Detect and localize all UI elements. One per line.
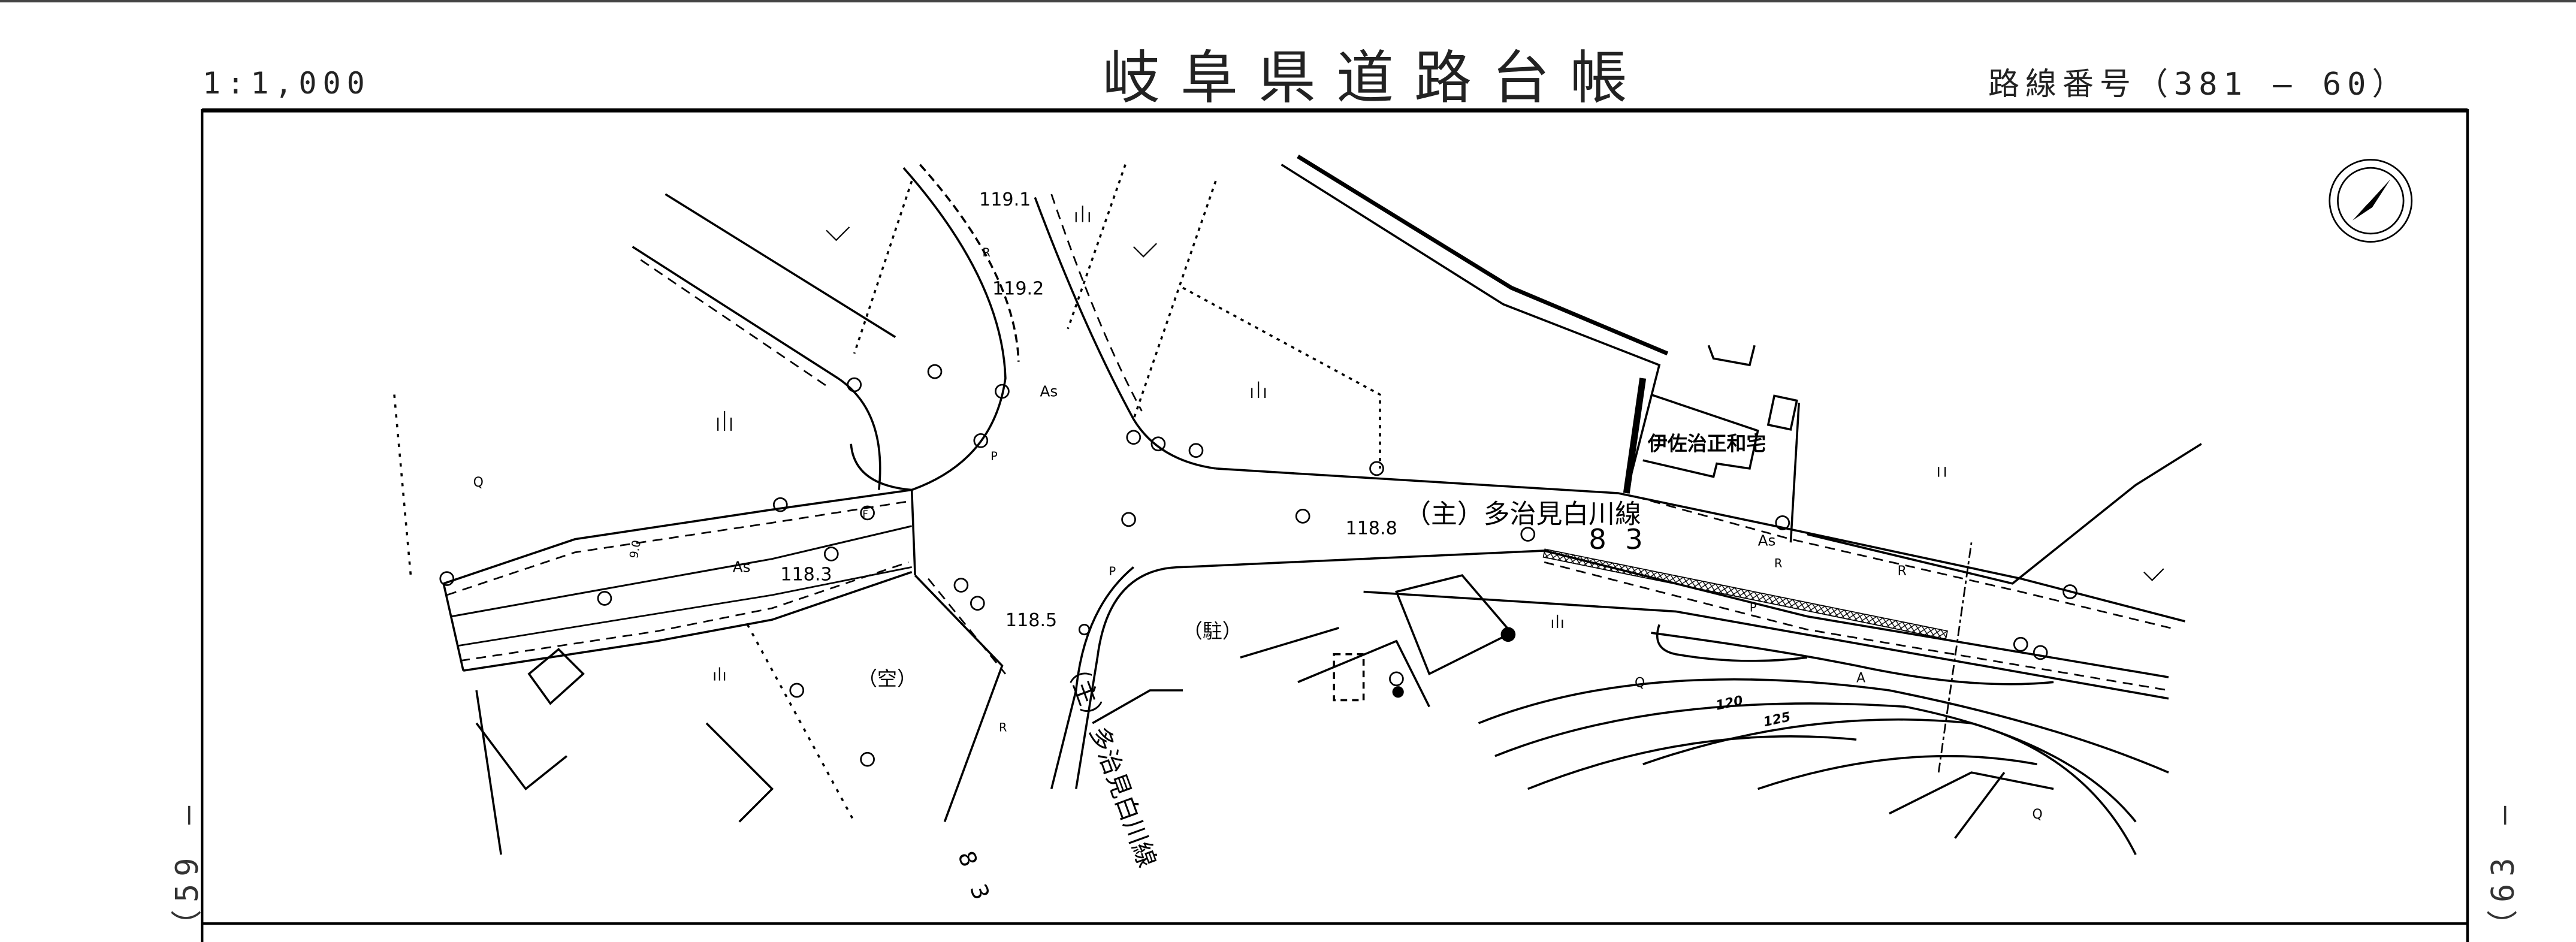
parcel-vacant-label: （空） [857,667,917,690]
road-width-label: 9.0 [627,539,644,560]
route-number: 路線番号（381 — 60） [1988,67,2409,102]
point-label: A [1856,671,1865,686]
surface-label: As [1040,382,1058,400]
point-label: R [999,721,1007,735]
elevation-label: 118.8 [1345,518,1397,539]
contour-label: 120 [1714,693,1744,714]
surface-label: As [1758,532,1776,550]
road-number-label-vertical: 8 3 [952,847,996,910]
residence-label: 伊佐治正和宅 [1647,432,1766,455]
land-use-symbols [714,206,2164,681]
point-label: P [1109,564,1116,578]
elevation-label: 118.5 [1005,610,1057,631]
surface-label: As [733,558,751,576]
page-title: 岐阜県道路台帳 [1103,44,1648,111]
road-name-label: （主）多治見白川線 [1405,499,1641,529]
point-label: R [1898,564,1907,579]
point-label: R [1774,556,1782,570]
road-lines [393,155,2202,855]
elevation-label: 119.2 [992,278,1044,299]
top-border [0,0,2576,2]
point-label: R [983,246,990,259]
parcel-parking-label: （駐） [1183,619,1242,642]
map-scale: 1:1,000 [203,66,371,101]
svg-text:F: F [862,509,868,520]
point-label: P [990,449,998,463]
map-labels: 119.1 119.2 118.8 118.3 118.5 （主）多治見白川線 … [473,189,2043,910]
point-label: P [1750,600,1757,614]
point-label: Q [1635,676,1645,691]
elevation-label: 118.3 [780,564,832,585]
road-name-label-vertical: （主）多治見白川線 [1059,653,1162,871]
point-label: Q [473,475,484,490]
retaining-wall-hatch [1542,548,1948,640]
map-frame [201,108,2469,942]
utility-symbols: F [439,364,2077,767]
elevation-label: 119.1 [979,189,1031,210]
point-label: Q [2032,807,2042,822]
road-number-label: 8 3 [1589,523,1648,555]
north-arrow-icon [2329,159,2413,243]
